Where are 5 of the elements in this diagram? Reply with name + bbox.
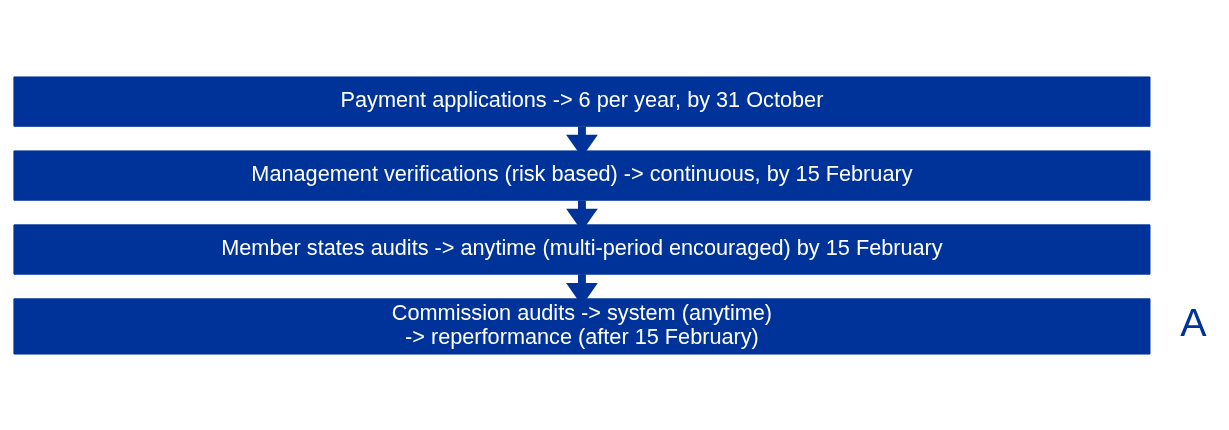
label: A	[1180, 299, 1207, 344]
node-box: Commission audits -> system (anytime) -> reperformance (after 15 February)	[13, 297, 1151, 355]
node-box: Member states audits -> anytime (multi-period encouraged) by 15 February	[13, 223, 1151, 275]
node-box: Management verifications (risk based) -> continuous, by 15 February	[13, 149, 1151, 201]
node-box: Payment applications -> 6 per year, by 31 October	[13, 75, 1151, 127]
